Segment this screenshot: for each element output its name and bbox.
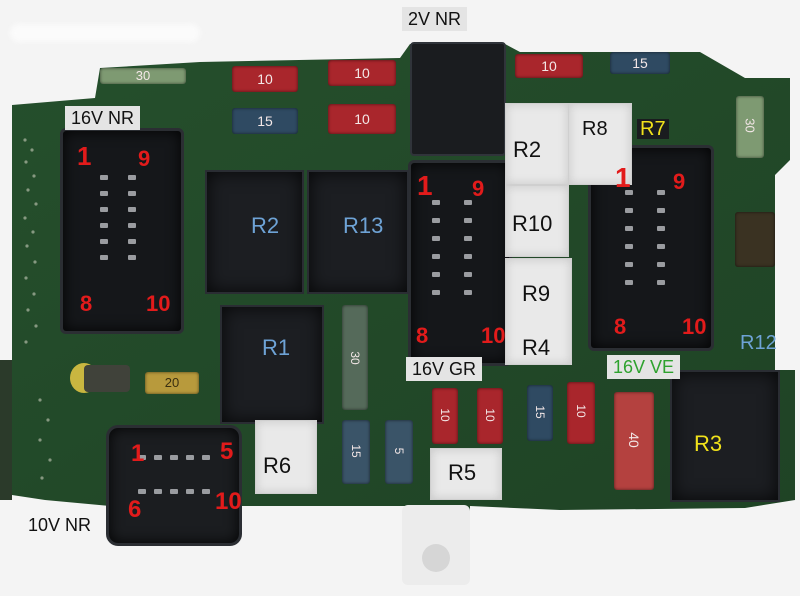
pin-left-10: 10 <box>146 291 171 316</box>
fuse-bot-red-2: 10 <box>477 388 503 444</box>
fuse-top-red-2: 10 <box>328 60 396 86</box>
label-r5: R5 <box>448 460 477 485</box>
pin-left-1: 1 <box>77 141 92 171</box>
connector-16v-gr <box>408 160 512 366</box>
relay-r2-white <box>505 103 569 185</box>
relay-r9-r4 <box>505 258 572 365</box>
pin-mid-9: 9 <box>472 176 485 201</box>
relay-r1 <box>220 305 324 424</box>
fuse-bot-blue-2: 5 <box>385 420 413 484</box>
pin-small-1: 1 <box>131 440 145 467</box>
label-r8: R8 <box>582 118 608 140</box>
fuse-right-dark <box>735 212 775 267</box>
label-r1: R1 <box>262 335 291 360</box>
connector-16v-gr-pins <box>432 200 482 340</box>
label-10v-nr: 10V NR <box>24 514 96 536</box>
label-r7: R7 <box>637 119 669 139</box>
pin-small-6: 6 <box>128 496 142 523</box>
connector-16v-ve-pins <box>625 190 675 330</box>
connector-10v-nr <box>106 425 242 546</box>
pin-right-9: 9 <box>673 169 686 194</box>
connector-10v-nr-pins <box>138 455 228 505</box>
fuse-right-green: 30 <box>736 96 764 158</box>
label-r2-white: R2 <box>513 137 542 162</box>
label-r6: R6 <box>263 453 292 478</box>
connector-2v-nr <box>410 42 506 156</box>
pin-right-8: 8 <box>614 314 627 339</box>
blurred-overlay <box>10 24 200 42</box>
fuse-top-red-1: 10 <box>232 66 298 92</box>
label-16v-gr: 16V GR <box>406 357 483 381</box>
relay-r8 <box>568 103 632 185</box>
pin-left-9: 9 <box>138 146 151 171</box>
pin-mid-10: 10 <box>481 323 506 348</box>
label-r4: R4 <box>522 335 551 360</box>
fuse-top-green: 30 <box>100 68 186 84</box>
fuse-mid-green: 30 <box>342 305 368 410</box>
fuse-bot-blue-1: 15 <box>342 420 370 484</box>
pin-right-1: 1 <box>615 162 631 193</box>
pin-left-8: 8 <box>80 291 93 316</box>
fuse-bot-red-1: 10 <box>432 388 458 444</box>
label-r3: R3 <box>694 431 723 456</box>
relay-r10 <box>505 185 569 257</box>
label-r10: R10 <box>512 211 553 236</box>
fuse-left-yellow: 20 <box>145 372 199 394</box>
label-r12: R12 <box>740 332 777 354</box>
relay-r6 <box>255 420 317 494</box>
relay-r5 <box>430 448 502 500</box>
fuse-bot-red-3: 10 <box>567 382 595 444</box>
pin-small-10: 10 <box>215 488 242 515</box>
label-16v-nr: 16V NR <box>65 106 141 130</box>
fuse-bot-blue-3: 15 <box>527 385 553 441</box>
pin-right-10: 10 <box>682 314 707 339</box>
label-r2-black: R2 <box>251 213 280 238</box>
fuse-top-red-4: 10 <box>515 54 583 78</box>
connector-16v-nr-pins <box>100 175 150 295</box>
label-r13: R13 <box>343 213 384 238</box>
pin-small-5: 5 <box>220 438 234 465</box>
pin-mid-8: 8 <box>416 323 429 348</box>
connector-16v-nr <box>60 128 184 334</box>
label-16v-ve: 16V VE <box>607 355 681 379</box>
label-2v-nr: 2V NR <box>402 7 468 31</box>
relay-r13 <box>307 170 409 294</box>
pin-mid-1: 1 <box>417 170 433 201</box>
fuse-bot-maxi: 40 <box>614 392 654 490</box>
relay-r3 <box>670 370 780 502</box>
fuse-top-blue-1: 15 <box>232 108 298 134</box>
fuse-top-blue-2: 15 <box>610 52 670 74</box>
relay-r2-black <box>205 170 304 294</box>
fuse-top-red-3: 10 <box>328 104 396 134</box>
label-r9: R9 <box>522 281 551 306</box>
